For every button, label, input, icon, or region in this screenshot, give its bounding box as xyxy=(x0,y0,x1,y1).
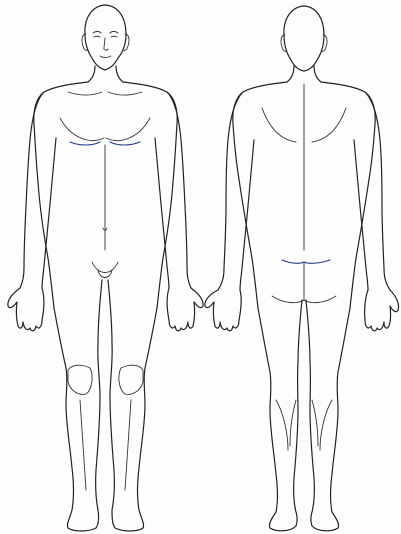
front-left-arm xyxy=(20,92,44,288)
back-left-hand xyxy=(205,290,241,331)
front-left-hand xyxy=(8,288,44,331)
front-face-brows xyxy=(93,32,118,34)
front-view-figure xyxy=(8,5,203,531)
front-left-knee xyxy=(68,365,92,394)
front-head xyxy=(85,5,126,70)
back-left-foot xyxy=(269,512,297,531)
front-left-foot xyxy=(67,510,98,531)
front-right-hand xyxy=(167,288,203,331)
back-right-arm xyxy=(365,92,390,290)
back-left-calf xyxy=(276,400,296,450)
front-neck xyxy=(88,66,123,82)
front-right-leg-inner xyxy=(108,280,114,510)
front-clavicles xyxy=(68,92,142,95)
back-buttocks xyxy=(272,262,336,303)
front-right-arm xyxy=(167,92,191,288)
back-right-hand xyxy=(365,290,399,331)
back-head xyxy=(284,6,324,71)
back-left-leg xyxy=(258,308,278,512)
back-right-leg xyxy=(331,308,351,512)
back-right-arm-inner xyxy=(354,140,368,290)
front-right-knee xyxy=(119,365,143,394)
back-neck xyxy=(287,66,321,82)
front-pectorals xyxy=(60,118,150,141)
front-right-shin xyxy=(125,400,131,490)
front-torso-right xyxy=(123,82,177,308)
front-left-leg-inner xyxy=(96,280,102,510)
back-waist-accent xyxy=(282,260,330,263)
front-right-leg xyxy=(138,308,158,510)
front-left-shin xyxy=(80,400,86,490)
back-view-figure xyxy=(205,6,399,531)
front-face-nose xyxy=(104,38,108,50)
front-groin xyxy=(92,262,118,278)
back-left-arm-inner xyxy=(240,140,254,290)
front-torso-left xyxy=(34,82,88,308)
back-left-arm xyxy=(218,92,243,290)
front-right-foot xyxy=(112,510,144,531)
front-face-mouth xyxy=(100,56,111,58)
front-face-eyes xyxy=(94,36,117,37)
back-right-foot xyxy=(311,512,339,531)
front-left-leg xyxy=(54,308,74,510)
back-right-calf xyxy=(312,400,332,450)
